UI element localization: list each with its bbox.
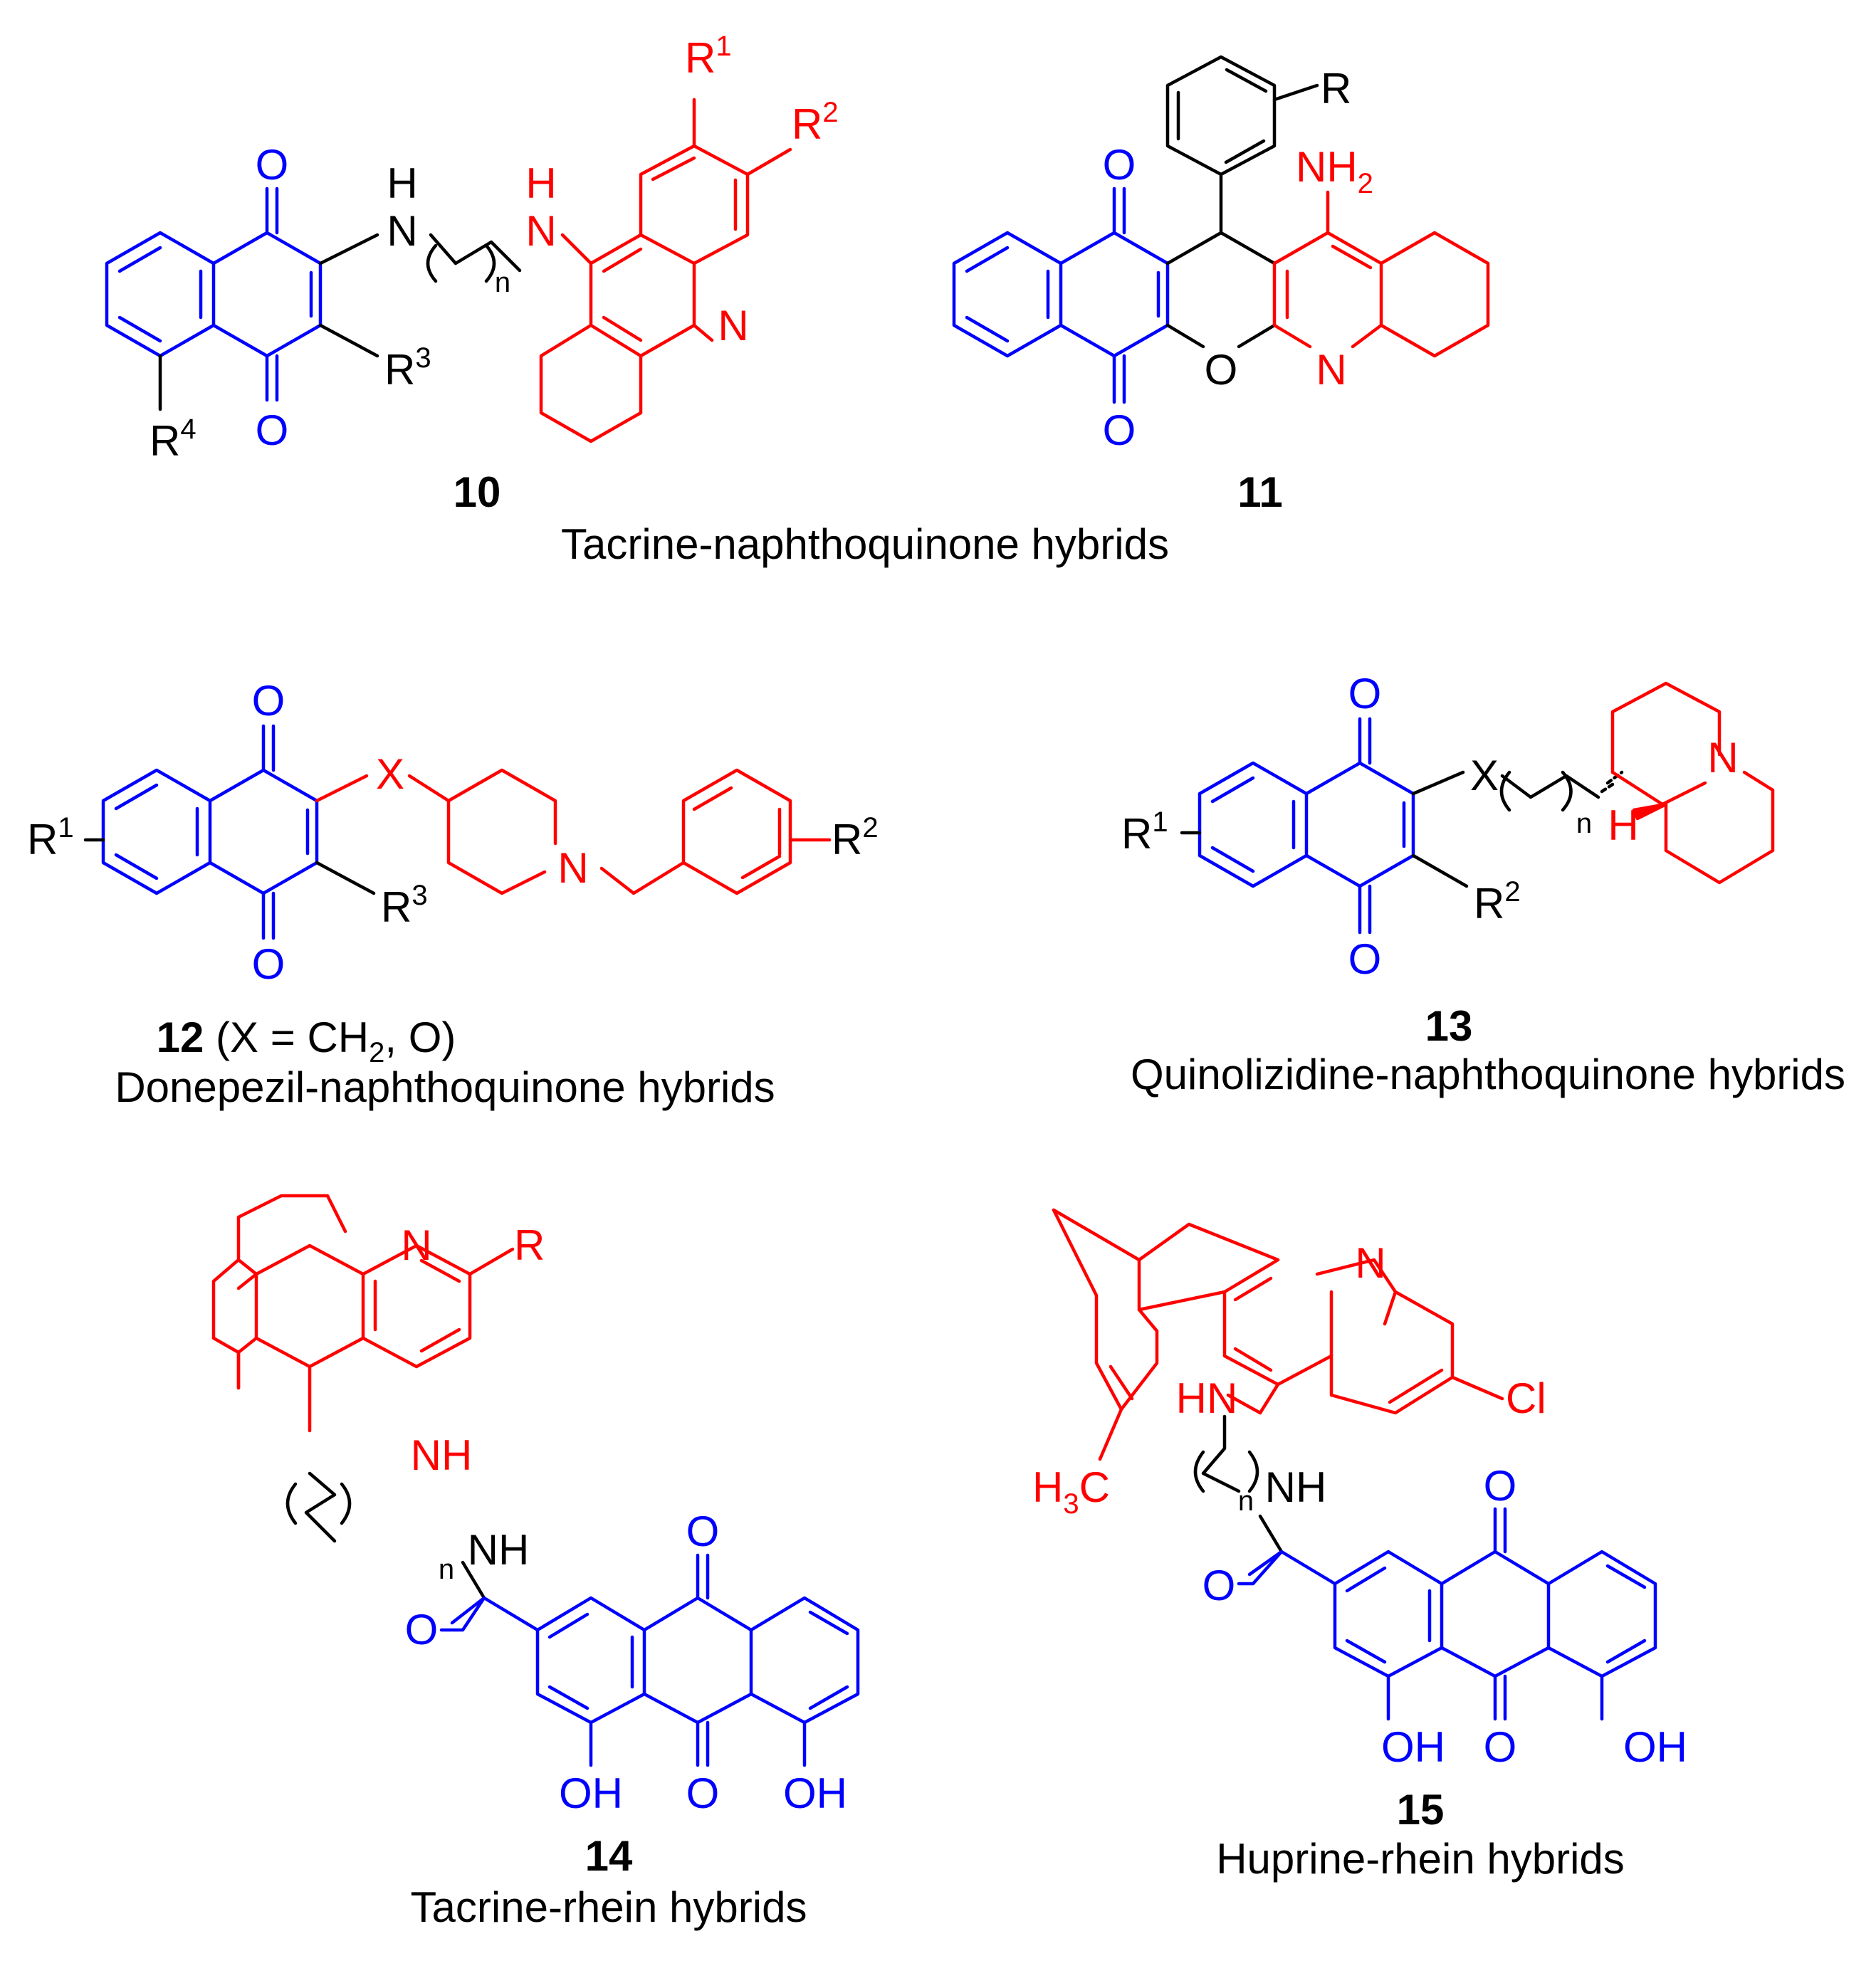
compound-12-oxygen-top: O [252,677,285,725]
compound-14-oxygen-top: O [686,1508,720,1555]
compound-15-oh-right: OH [1623,1723,1687,1771]
compound-11-nh2: NH2 [1296,143,1373,199]
compound-11-r: R [1321,65,1351,112]
compound-13-h: H [1608,801,1638,849]
compound-13-number: 13 [1425,1002,1473,1050]
compound-13-structure: N H X n O O R1 R2 13 Quinolizidine-napht… [1121,670,1845,1098]
compound-15-cl: Cl [1506,1374,1546,1422]
compound-15-oh-left: OH [1381,1723,1445,1771]
compound-11-number: 11 [1237,468,1282,516]
compound-14-n: n [439,1554,454,1585]
compound-10-r2: R2 [792,97,839,148]
compound-10-ring-n: N [718,302,748,349]
compound-14-number: 14 [585,1832,633,1880]
compound-11-tacrine [1272,190,1490,358]
compound-11-naphthoquinone [952,186,1170,404]
compound-12-piperidine-n: N [557,844,588,892]
compound-10-structure: O O H N n H N N R1 R2 R3 R4 10 [105,31,839,516]
compound-10-oxygen-top: O [256,141,289,189]
compound-14-amide-o: O [405,1606,439,1653]
compound-10-tacrine-n: N [525,207,556,255]
compound-13-oxygen-bottom: O [1348,935,1382,983]
compound-14-oh-right: OH [783,1769,847,1817]
tacrine-naphthoquinone-caption: Tacrine-naphthoquinone hybrids [561,520,1169,568]
compound-12-substituents [83,838,376,895]
compound-10-linker-n: N [387,207,417,255]
compound-15-ring-n: N [1355,1239,1385,1287]
compound-14-r: R [514,1221,545,1269]
compound-11-oxygen-top: O [1103,141,1136,189]
compound-10-r1: R1 [685,31,732,82]
compound-12-x: X [376,750,404,798]
compound-12-oxygen-bottom: O [252,940,285,988]
compound-14-nh-top: NH [411,1431,473,1479]
compound-12-r1: R1 [27,812,74,863]
compound-15-number: 15 [1397,1786,1445,1834]
compound-10-number: 10 [454,468,501,516]
compound-13-oxygen-top: O [1348,670,1382,717]
compound-13-x: X [1470,752,1499,799]
compound-12-naphthoquinone [101,724,319,940]
compound-14-nh-amide: NH [468,1526,530,1574]
compound-15-h3c: H3C [1032,1463,1110,1520]
compound-15-nh-amide: NH [1265,1463,1327,1511]
compound-14-tacrine [211,1194,515,1433]
compound-11-ring-n: N [1316,346,1346,394]
compound-11-oxygen-bottom: O [1103,406,1136,454]
compound-11-structure: O O O N NH2 R 11 [952,55,1490,516]
compound-15-structure: N Cl HN H3C n NH O O O OH OH 15 Huprine-… [1032,1208,1687,1883]
compound-14-rhein [439,1553,860,1767]
compound-10-n: n [495,267,510,298]
compound-10-naphthoquinone [105,186,323,402]
compound-15-huprine [1052,1208,1504,1461]
compound-13-ring-n: N [1707,734,1738,782]
compound-10-tacrine-h: H [525,159,556,207]
compound-12-label: 12 (X = CH2, O) [157,1014,456,1068]
compound-11-ring-oxygen: O [1205,346,1238,394]
compound-12-structure: X N O O R1 R2 R3 12 (X = CH2, O) Donepez… [27,677,879,1111]
compound-10-oxygen-bottom: O [256,406,289,454]
compound-13-r2: R2 [1474,876,1521,927]
compound-13-r1: R1 [1121,806,1168,858]
compound-15-hn: HN [1176,1374,1238,1422]
compound-10-substituents [158,233,522,411]
compound-15-oxygen-bottom: O [1484,1723,1517,1771]
compound-14-structure: N R NH n NH O O O OH OH 14 Tacrine-rhein… [211,1194,860,1931]
compound-15-rhein [1237,1507,1657,1721]
compound-12-r3: R3 [381,880,428,931]
compound-10-linker-h: H [387,159,417,207]
compound-10-r3: R3 [384,342,431,394]
compound-15-linker [1193,1414,1284,1554]
compound-14-caption: Tacrine-rhein hybrids [411,1883,807,1931]
compound-12-caption: Donepezil-naphthoquinone hybrids [115,1063,775,1111]
compound-14-linker [285,1471,486,1600]
compound-13-n: n [1576,808,1592,839]
compound-13-quinolizidine [1610,681,1775,885]
compound-15-n: n [1238,1485,1254,1517]
compound-15-caption: Huprine-rhein hybrids [1216,1835,1625,1883]
compound-15-amide-o: O [1202,1562,1236,1609]
compound-12-r2: R2 [832,812,879,863]
compound-10-tacrine [539,98,792,443]
compound-14-ring-n: N [401,1221,431,1269]
compound-13-linker [1180,770,1624,888]
compound-11-pyran-and-phenyl [1165,55,1319,349]
compound-14-oxygen-bottom: O [686,1769,720,1817]
compound-15-oxygen-top: O [1484,1462,1517,1510]
compound-10-r4: R4 [150,414,196,465]
compound-13-naphthoquinone [1198,717,1415,935]
compound-14-oh-left: OH [559,1769,623,1817]
compound-12-donepezil [315,768,832,895]
compound-13-caption: Quinolizidine-naphthoquinone hybrids [1131,1051,1845,1098]
